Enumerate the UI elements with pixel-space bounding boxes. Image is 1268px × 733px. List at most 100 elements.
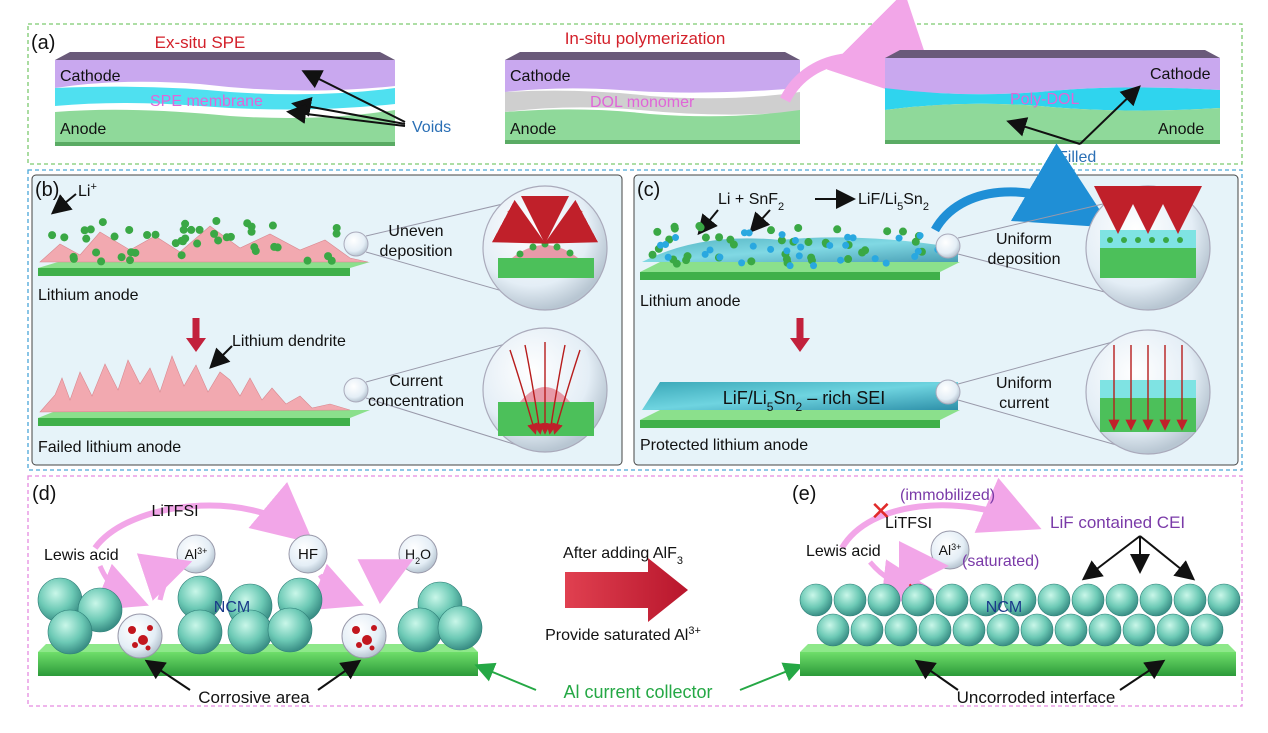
li-ion-dot <box>126 256 135 265</box>
uniform-dep-label-1: Uniform <box>996 231 1052 248</box>
uniform-flow-arrow <box>931 143 1112 233</box>
current-label-1: Current <box>389 373 443 390</box>
voids-label: Voids <box>412 119 451 136</box>
corrosion-dots <box>128 625 377 651</box>
panel-c-letter: (c) <box>637 179 660 201</box>
filled-arrow-1 <box>1006 117 1081 145</box>
ncm-particle <box>1071 583 1105 617</box>
litfsi-arc <box>92 482 314 550</box>
filled-arrow-2 <box>1079 85 1141 145</box>
ex-situ-anode-layer <box>55 109 395 142</box>
snf2-dot <box>791 237 799 245</box>
hf-arrow <box>308 563 364 611</box>
saturated-label: (saturated) <box>962 553 1039 570</box>
snf2-dot <box>871 255 879 263</box>
al-release-arrow <box>136 553 193 601</box>
li-ion-dot <box>80 226 89 235</box>
li-ion-dot <box>110 232 119 241</box>
magnifier-small-b1 <box>343 231 369 257</box>
ncm-particles-d <box>37 575 483 655</box>
filled-label: Filled <box>1058 149 1096 166</box>
snf2-dot <box>810 262 818 270</box>
ncm-particle <box>1190 613 1224 647</box>
li-ion-dot <box>247 227 256 236</box>
hf-label: HF <box>298 546 318 563</box>
ncm-particle <box>1173 583 1207 617</box>
li-dot <box>715 233 724 242</box>
ncm-particle <box>1003 583 1037 617</box>
immobilized-label: (immobilized) <box>900 487 995 504</box>
uneven-flux-arrows <box>491 196 599 244</box>
ncm-particle <box>969 583 1003 617</box>
snf2-dot <box>837 256 845 264</box>
provide-label: Provide saturated Al3+ <box>545 625 701 644</box>
lewis-acid-arrow-d <box>93 563 149 611</box>
magnifier-small-c2 <box>935 379 961 405</box>
corrosive-label: Corrosive area <box>198 688 310 707</box>
bubble-c1-substrate <box>1100 248 1196 278</box>
uneven-label-1: Uneven <box>388 223 443 240</box>
li-dot <box>861 246 870 255</box>
ncm-particle <box>816 613 850 647</box>
h2o-arrow <box>357 559 414 605</box>
snf2-dot <box>849 234 857 242</box>
mid-anode-label: Anode <box>510 121 556 138</box>
snf2-dot <box>672 234 680 242</box>
li-ion-arrow <box>50 193 77 215</box>
li-dot <box>767 226 776 235</box>
protected-anode-label: Protected lithium anode <box>640 437 808 454</box>
ncm-label-e: NCM <box>986 599 1022 616</box>
void-arrow-2 <box>291 97 406 125</box>
li-ion-dot <box>86 225 95 234</box>
li-ion-dot <box>127 248 136 257</box>
li-ion-dot <box>214 236 223 245</box>
al-collector-arrow-right <box>739 662 804 691</box>
in-situ-title: In-situ polymerization <box>565 29 726 48</box>
ex-situ-spe-label: SPE membrane <box>150 93 263 110</box>
panel-bc-border <box>27 169 1243 471</box>
uniform-cur-label-1: Uniform <box>996 375 1052 392</box>
li-ion-dot <box>181 219 190 228</box>
ncm-particle <box>267 607 313 653</box>
uniform-dep-label-2: deposition <box>988 251 1061 268</box>
corrosive-arrow-2 <box>317 659 362 691</box>
li-ion-dot <box>210 229 219 238</box>
magnifier-small-c1 <box>935 233 961 259</box>
snf2-dot <box>716 253 724 261</box>
ncm-particle <box>986 613 1020 647</box>
snf2-dot <box>882 259 890 267</box>
ncm-particle <box>227 609 273 655</box>
panel-d-letter: (d) <box>32 483 56 505</box>
ncm-particle <box>1207 583 1241 617</box>
panel-de-border <box>27 475 1243 707</box>
snf2-dot <box>797 243 805 251</box>
dol-monomer-label: DOL monomer <box>590 94 695 111</box>
cei-arrow-1 <box>1081 535 1141 581</box>
snf2-dot <box>706 246 714 254</box>
li-ion-dot <box>177 251 186 260</box>
ncm-particle <box>397 607 443 653</box>
bubble-b1-substrate <box>498 258 594 278</box>
li-ion-dot <box>179 225 188 234</box>
li-ion-dot <box>332 223 341 232</box>
li-ion-dot <box>97 257 106 266</box>
snf2-dot <box>916 232 924 240</box>
magnifier-small-b2 <box>343 377 369 403</box>
after-adding-label: After adding AlF3 <box>563 545 683 567</box>
li-dot <box>883 227 892 236</box>
ncm-particle <box>1037 583 1071 617</box>
ncm-particle <box>1054 613 1088 647</box>
al-current-collector-e <box>800 644 1236 676</box>
panel-a-border <box>27 23 1243 165</box>
dol-monomer-layer <box>505 90 800 115</box>
uneven-lithium-anode <box>38 225 370 276</box>
li-ion-dot <box>60 233 69 242</box>
ncm-particle <box>1020 613 1054 647</box>
ncm-particle <box>47 609 93 655</box>
ex-situ-cathode-label: Cathode <box>60 68 121 85</box>
ncm-particle <box>952 613 986 647</box>
litfsi-label-d: LiTFSI <box>151 503 198 520</box>
ncm-particle <box>850 613 884 647</box>
li-dot <box>726 235 735 244</box>
ex-situ-title: Ex-situ SPE <box>155 33 246 52</box>
